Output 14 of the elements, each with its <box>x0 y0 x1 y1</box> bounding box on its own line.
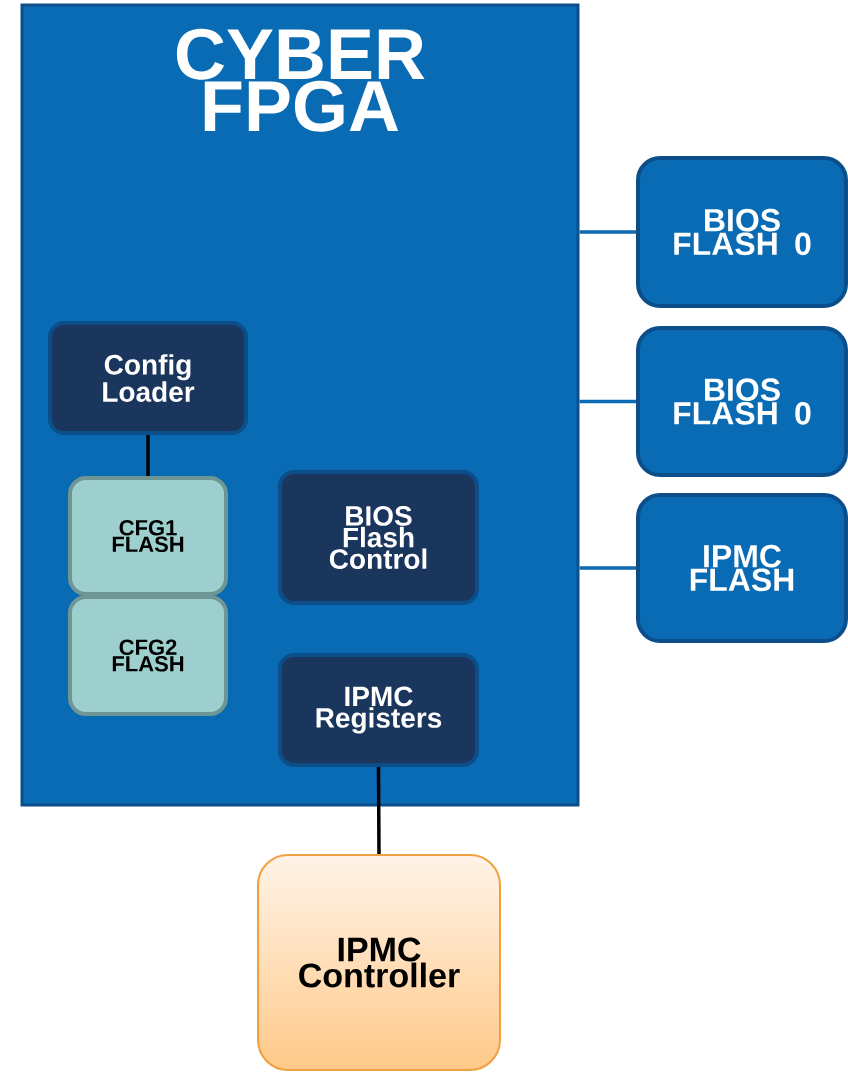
flash-chip-box: BIOS FLASH 0 <box>636 156 848 308</box>
controller-box: IPMC Controller <box>257 854 501 1071</box>
flash-box: CFG2 FLASH <box>68 595 228 716</box>
flash-box: CFG1 FLASH <box>68 476 228 596</box>
flash-chip-box: IPMC FLASH <box>636 493 848 643</box>
connector-line <box>146 435 150 476</box>
connector-line <box>579 566 636 570</box>
module-box: IPMC Registers <box>278 653 479 767</box>
connector-line <box>376 767 381 855</box>
flash-chip-box: BIOS FLASH 0 <box>636 326 848 477</box>
connector-line <box>579 230 636 234</box>
connector-line <box>579 399 636 404</box>
module-box: BIOS Flash Control <box>278 470 479 605</box>
module-box: Config Loader <box>48 321 248 435</box>
